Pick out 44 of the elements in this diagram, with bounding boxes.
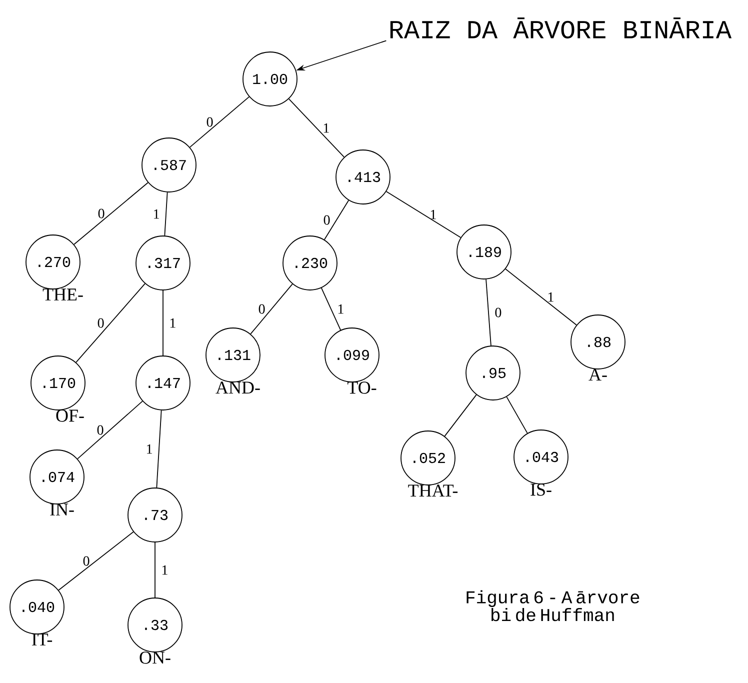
- edge-label: 0: [258, 304, 265, 314]
- edge-label: 0: [324, 215, 330, 225]
- tree-branch: [505, 268, 577, 326]
- word-label: ON-: [140, 652, 170, 664]
- tree-branch: [156, 410, 162, 488]
- word-label: IS-: [530, 484, 552, 496]
- word-label: IN-: [50, 504, 74, 516]
- tree-branch: [506, 396, 528, 434]
- tree-branch: [77, 400, 143, 460]
- word-label: AND-: [216, 382, 260, 394]
- tree-branch: [76, 283, 146, 363]
- word-label: OF-: [56, 410, 84, 422]
- edge-label: 0: [206, 117, 213, 127]
- edge-label: 0: [83, 556, 90, 566]
- word-label: A-: [588, 368, 607, 381]
- tree-branch: [189, 96, 250, 148]
- callout-text: RAIZ DA ĀRVORE BINĀRIA: [390, 18, 732, 38]
- edge-label: 0: [97, 425, 104, 435]
- edge-label: 1: [430, 210, 436, 220]
- edge-label: 1: [147, 444, 152, 454]
- edge-label: 1: [324, 123, 329, 133]
- edge-label: 1: [548, 292, 554, 302]
- tree-branch: [74, 182, 148, 245]
- edge-label: 1: [338, 304, 344, 314]
- tree-branch: [486, 278, 492, 346]
- tree-branch: [320, 288, 342, 330]
- tree-branch: [288, 98, 345, 158]
- tree-branch: [154, 542, 156, 598]
- edge-label: 0: [495, 308, 502, 318]
- tree-branch: [164, 192, 168, 236]
- tree-branch: [162, 290, 164, 356]
- edge-label: 1: [154, 209, 159, 219]
- tree-branch: [58, 531, 134, 591]
- caption: Figura 6 - A ārvore bi de Huffman: [466, 590, 640, 622]
- edge-label: 1: [170, 318, 176, 328]
- tree-branch: [386, 191, 462, 238]
- word-label: THE-: [42, 288, 83, 300]
- tree-branch: [444, 394, 477, 437]
- edge-label: 0: [98, 208, 104, 218]
- word-label: THAT-: [408, 484, 458, 497]
- tree-branch: [250, 284, 293, 334]
- edge-label: 1: [162, 565, 168, 575]
- tree-branch: [324, 200, 350, 240]
- edge-label: 0: [98, 318, 104, 328]
